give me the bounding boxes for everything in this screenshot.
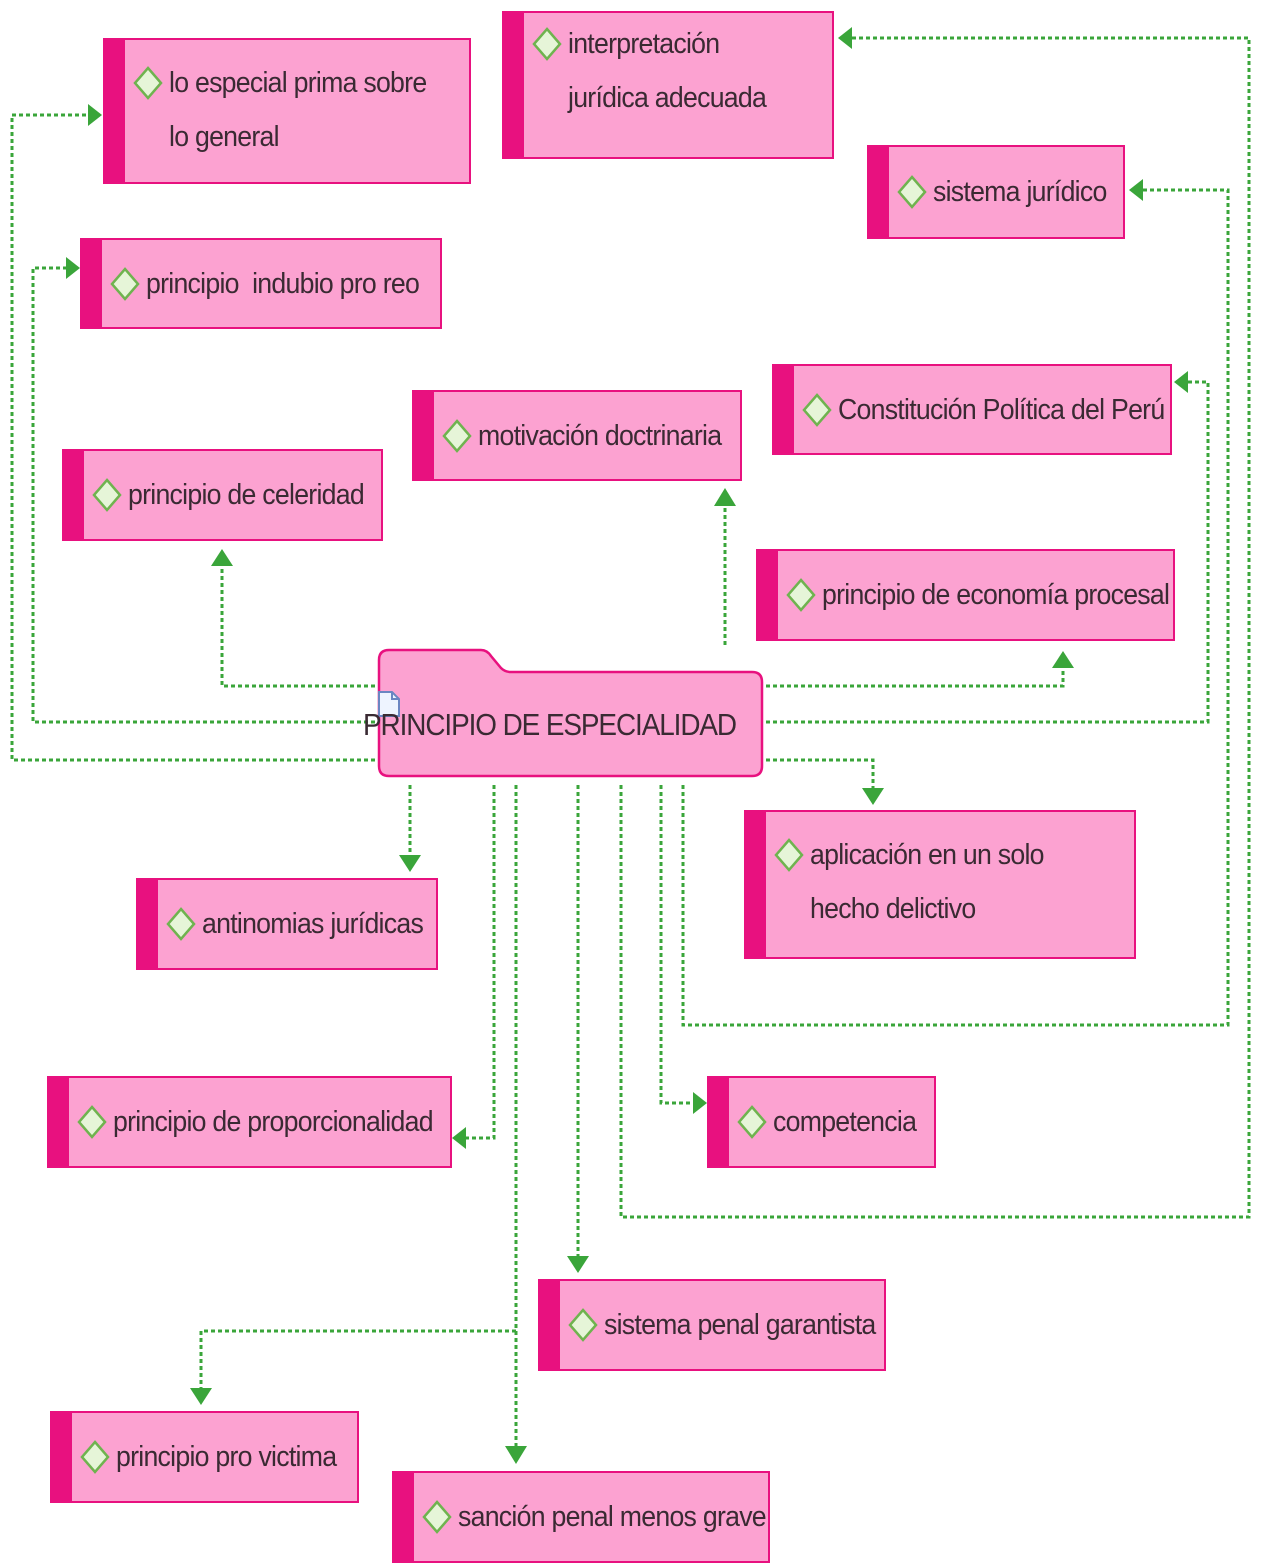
node-sistema-juridico[interactable]: sistema jurídico: [867, 145, 1125, 239]
diamond-icon: [422, 1500, 452, 1534]
connector-aplicacion: [766, 758, 875, 790]
diamond-icon: [786, 578, 816, 612]
diamond-icon: [110, 266, 140, 301]
arrowhead-icon: [399, 855, 421, 872]
node-label: Constitución Política del Perú: [838, 393, 1165, 426]
node-label: principio pro victima: [116, 1441, 337, 1473]
connector-indubio: [31, 266, 375, 724]
node-label: principio indubio pro reo: [146, 267, 420, 300]
arrowhead-icon: [693, 1092, 707, 1114]
file-icon: [378, 691, 400, 717]
diamond-icon: [442, 418, 472, 453]
root-node[interactable]: PRINCIPIO DE ESPECIALIDAD: [363, 648, 764, 778]
diamond-icon: [737, 1105, 767, 1139]
diamond-icon: [897, 175, 927, 209]
connector-sistema-juridico: [681, 188, 1230, 1027]
connector-proporcionalidad: [466, 785, 496, 1140]
arrowhead-icon: [211, 549, 233, 566]
node-celeridad[interactable]: principio de celeridad: [62, 449, 383, 541]
node-label: principio de proporcionalidad: [113, 1106, 434, 1138]
node-aplicacion[interactable]: aplicación en un solo hecho delictivo: [744, 810, 1136, 959]
arrowhead-icon: [1129, 179, 1143, 201]
node-label: antinomias jurídicas: [202, 908, 424, 940]
connector-interpretacion: [619, 36, 1251, 1219]
node-label: principio de economía procesal: [822, 579, 1170, 611]
connector-economia: [766, 667, 1065, 688]
arrowhead-icon: [1052, 651, 1074, 668]
arrowhead-icon: [567, 1256, 589, 1273]
arrowhead-icon: [838, 27, 852, 49]
arrowhead-icon: [452, 1127, 466, 1149]
node-competencia[interactable]: competencia: [707, 1076, 936, 1168]
node-label: competencia: [773, 1106, 917, 1138]
diamond-icon: [802, 392, 832, 427]
arrowhead-icon: [505, 1446, 527, 1464]
diamond-icon: [166, 907, 196, 941]
connector-especial-prima: [10, 113, 375, 762]
node-constitucion[interactable]: Constitución Política del Perú: [772, 364, 1172, 455]
connector-pro-victima: [199, 1329, 516, 1390]
node-pro-victima[interactable]: principio pro victima: [50, 1411, 359, 1503]
node-label: aplicación en un solo hecho delictivo: [810, 839, 1044, 925]
arrowhead-icon: [66, 257, 80, 279]
root-title: PRINCIPIO DE ESPECIALIDAD: [363, 707, 737, 742]
diamond-icon: [532, 27, 562, 61]
node-label: principio de celeridad: [128, 479, 365, 511]
diamond-icon: [77, 1105, 107, 1139]
diamond-icon: [92, 478, 122, 512]
diamond-icon: [80, 1440, 110, 1474]
node-sancion[interactable]: sanción penal menos grave: [392, 1471, 770, 1563]
arrowhead-icon: [862, 788, 884, 805]
node-label: lo especial prima sobre lo general: [169, 67, 427, 153]
diamond-icon: [568, 1308, 598, 1342]
connector-celeridad: [220, 565, 375, 688]
node-motivacion[interactable]: motivación doctrinaria: [412, 390, 742, 481]
arrowhead-icon: [88, 104, 102, 126]
node-label: interpretación jurídica adecuada: [568, 28, 767, 114]
node-proporcionalidad[interactable]: principio de proporcionalidad: [47, 1076, 452, 1168]
arrowhead-icon: [714, 488, 736, 506]
diamond-icon: [133, 66, 163, 100]
node-especial-prima[interactable]: lo especial prima sobre lo general: [103, 38, 471, 184]
connector-competencia: [659, 785, 693, 1105]
root-folder-shape: [377, 648, 764, 778]
node-interpretacion[interactable]: interpretación jurídica adecuada: [502, 11, 834, 159]
node-label: sanción penal menos grave: [458, 1501, 767, 1533]
diamond-icon: [774, 838, 804, 872]
node-label: motivación doctrinaria: [478, 419, 722, 452]
node-label: sistema penal garantista: [604, 1309, 876, 1341]
node-antinomias[interactable]: antinomias jurídicas: [136, 878, 438, 970]
node-label: sistema jurídico: [933, 176, 1107, 208]
arrowhead-icon: [1174, 371, 1188, 393]
node-garantista[interactable]: sistema penal garantista: [538, 1279, 886, 1371]
node-economia[interactable]: principio de economía procesal: [756, 549, 1175, 641]
connector-constitucion: [766, 380, 1210, 724]
root-label-wrap: PRINCIPIO DE ESPECIALIDAD: [363, 690, 764, 760]
arrowhead-icon: [190, 1388, 212, 1405]
node-indubio[interactable]: principio indubio pro reo: [80, 238, 442, 329]
